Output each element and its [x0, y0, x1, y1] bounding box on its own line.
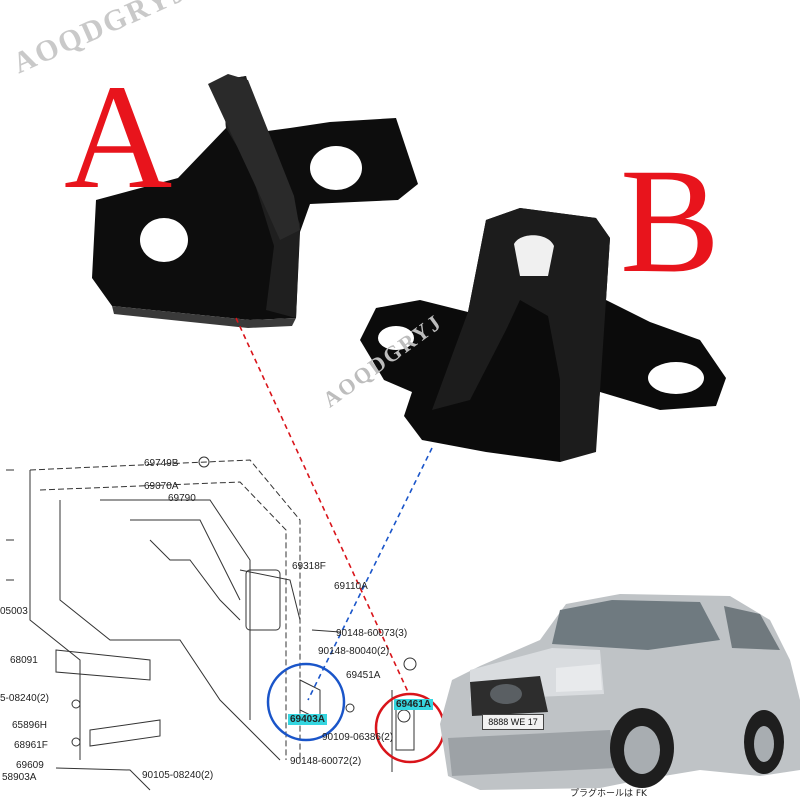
part-number: 5-08240(2) [0, 693, 49, 704]
door-parts-diagram [6, 456, 417, 791]
part-number: 58903A [2, 772, 37, 783]
suv-image [440, 594, 800, 790]
part-number-b-highlight: 69403A [288, 714, 328, 725]
part-number: 90148-80040(2) [318, 646, 390, 657]
callout-line-a [235, 317, 409, 693]
bracket-a [92, 74, 418, 328]
part-number: 68091 [10, 655, 38, 666]
highlight-circle-b [266, 662, 346, 742]
part-number: 69609 [16, 760, 44, 771]
part-number: 90148-60072(2) [290, 756, 362, 767]
callout-line-b [307, 447, 433, 701]
part-number: 69451A [346, 670, 381, 681]
part-number: 05003 [0, 606, 28, 617]
part-number: 69318F [292, 561, 326, 572]
bracket-b [360, 208, 726, 462]
part-number: 90109-06386(2) [322, 732, 394, 743]
part-number: 68961F [14, 740, 48, 751]
part-number: 69110A [334, 581, 368, 592]
part-number-a-highlight: 69461A [394, 699, 434, 710]
part-number: 69070A [144, 481, 179, 492]
license-plate: 8888 WE 17 [482, 714, 544, 730]
part-number: 69749B [144, 458, 179, 469]
part-number: 90148-60073(3) [336, 628, 408, 639]
part-number: 65896H [12, 720, 48, 731]
part-number: 90105-08240(2) [142, 770, 214, 781]
part-number: 69790 [168, 493, 196, 504]
label-b: B [620, 138, 721, 304]
label-a: A [64, 54, 173, 220]
diagram-note: プラグホールは FK [570, 789, 647, 799]
